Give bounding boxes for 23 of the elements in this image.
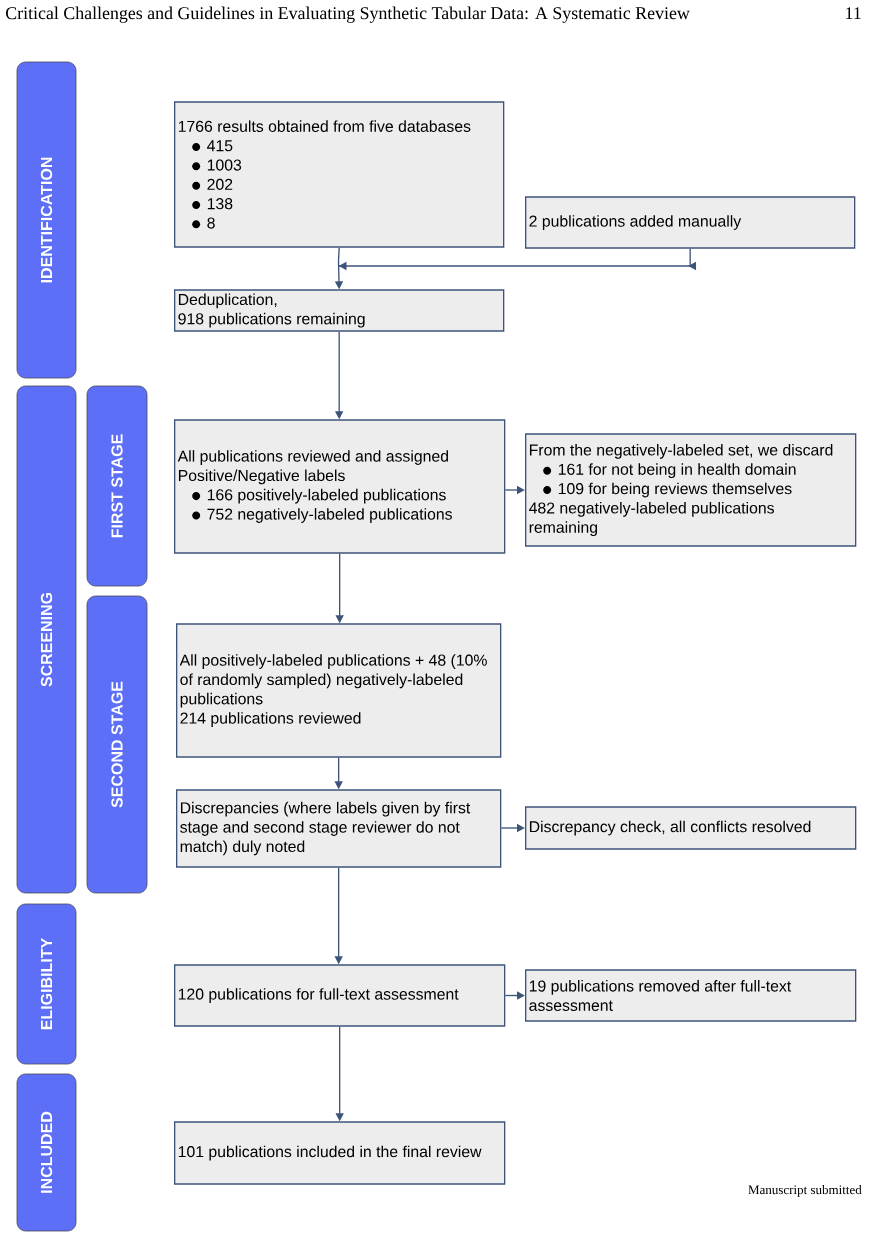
phase-band: IDENTIFICATION	[16, 61, 77, 379]
phase-band: ELIGIBILITY	[16, 903, 77, 1065]
connector-line	[337, 247, 340, 262]
process-box: Deduplication, 918 publications remaining	[174, 289, 505, 332]
running-footer: Manuscript submitted	[748, 1185, 862, 1197]
process-box: 101 publications included in the final review	[174, 1121, 506, 1185]
running-header: Critical Challenges and Guidelines in Evaluating Synthetic Tabular Data: A Systematic Review	[6, 6, 690, 23]
phase-band: SCREENING	[16, 385, 77, 894]
phase-band: FIRST STAGE	[86, 385, 148, 587]
process-box: All publications reviewed and assigned Positive/Negative labels 166 positively-labeled publications 752 negatively-labeled publications	[174, 419, 506, 554]
arrow	[504, 991, 525, 1000]
process-box: Discrepancy check, all conflicts resolved	[525, 806, 857, 850]
process-box: 2 publications added manually	[525, 196, 856, 249]
process-box: 120 publications for full-text assessment	[174, 964, 506, 1027]
phase-band: INCLUDED	[16, 1073, 77, 1232]
phase-band: SECOND STAGE	[86, 595, 148, 894]
arrow	[337, 248, 697, 271]
process-box: All positively-labeled publications + 48 (10% of randomly sampled) negatively-labeled publications 214 publications reviewed	[176, 623, 502, 758]
process-box: 19 publications removed after full-text assessment	[525, 969, 857, 1022]
process-box: From the negatively-labeled set, we discard 161 for not being in health domain 109 for being reviews themselves 482 negatively-labeled publications remaining	[525, 433, 857, 547]
page-number: 11	[846, 7, 861, 19]
process-box: 1766 results obtained from five databases 415 1003 202 138 8	[174, 101, 505, 248]
process-box: Discrepancies (where labels given by first stage and second stage reviewer do not match) duly noted	[176, 789, 502, 868]
